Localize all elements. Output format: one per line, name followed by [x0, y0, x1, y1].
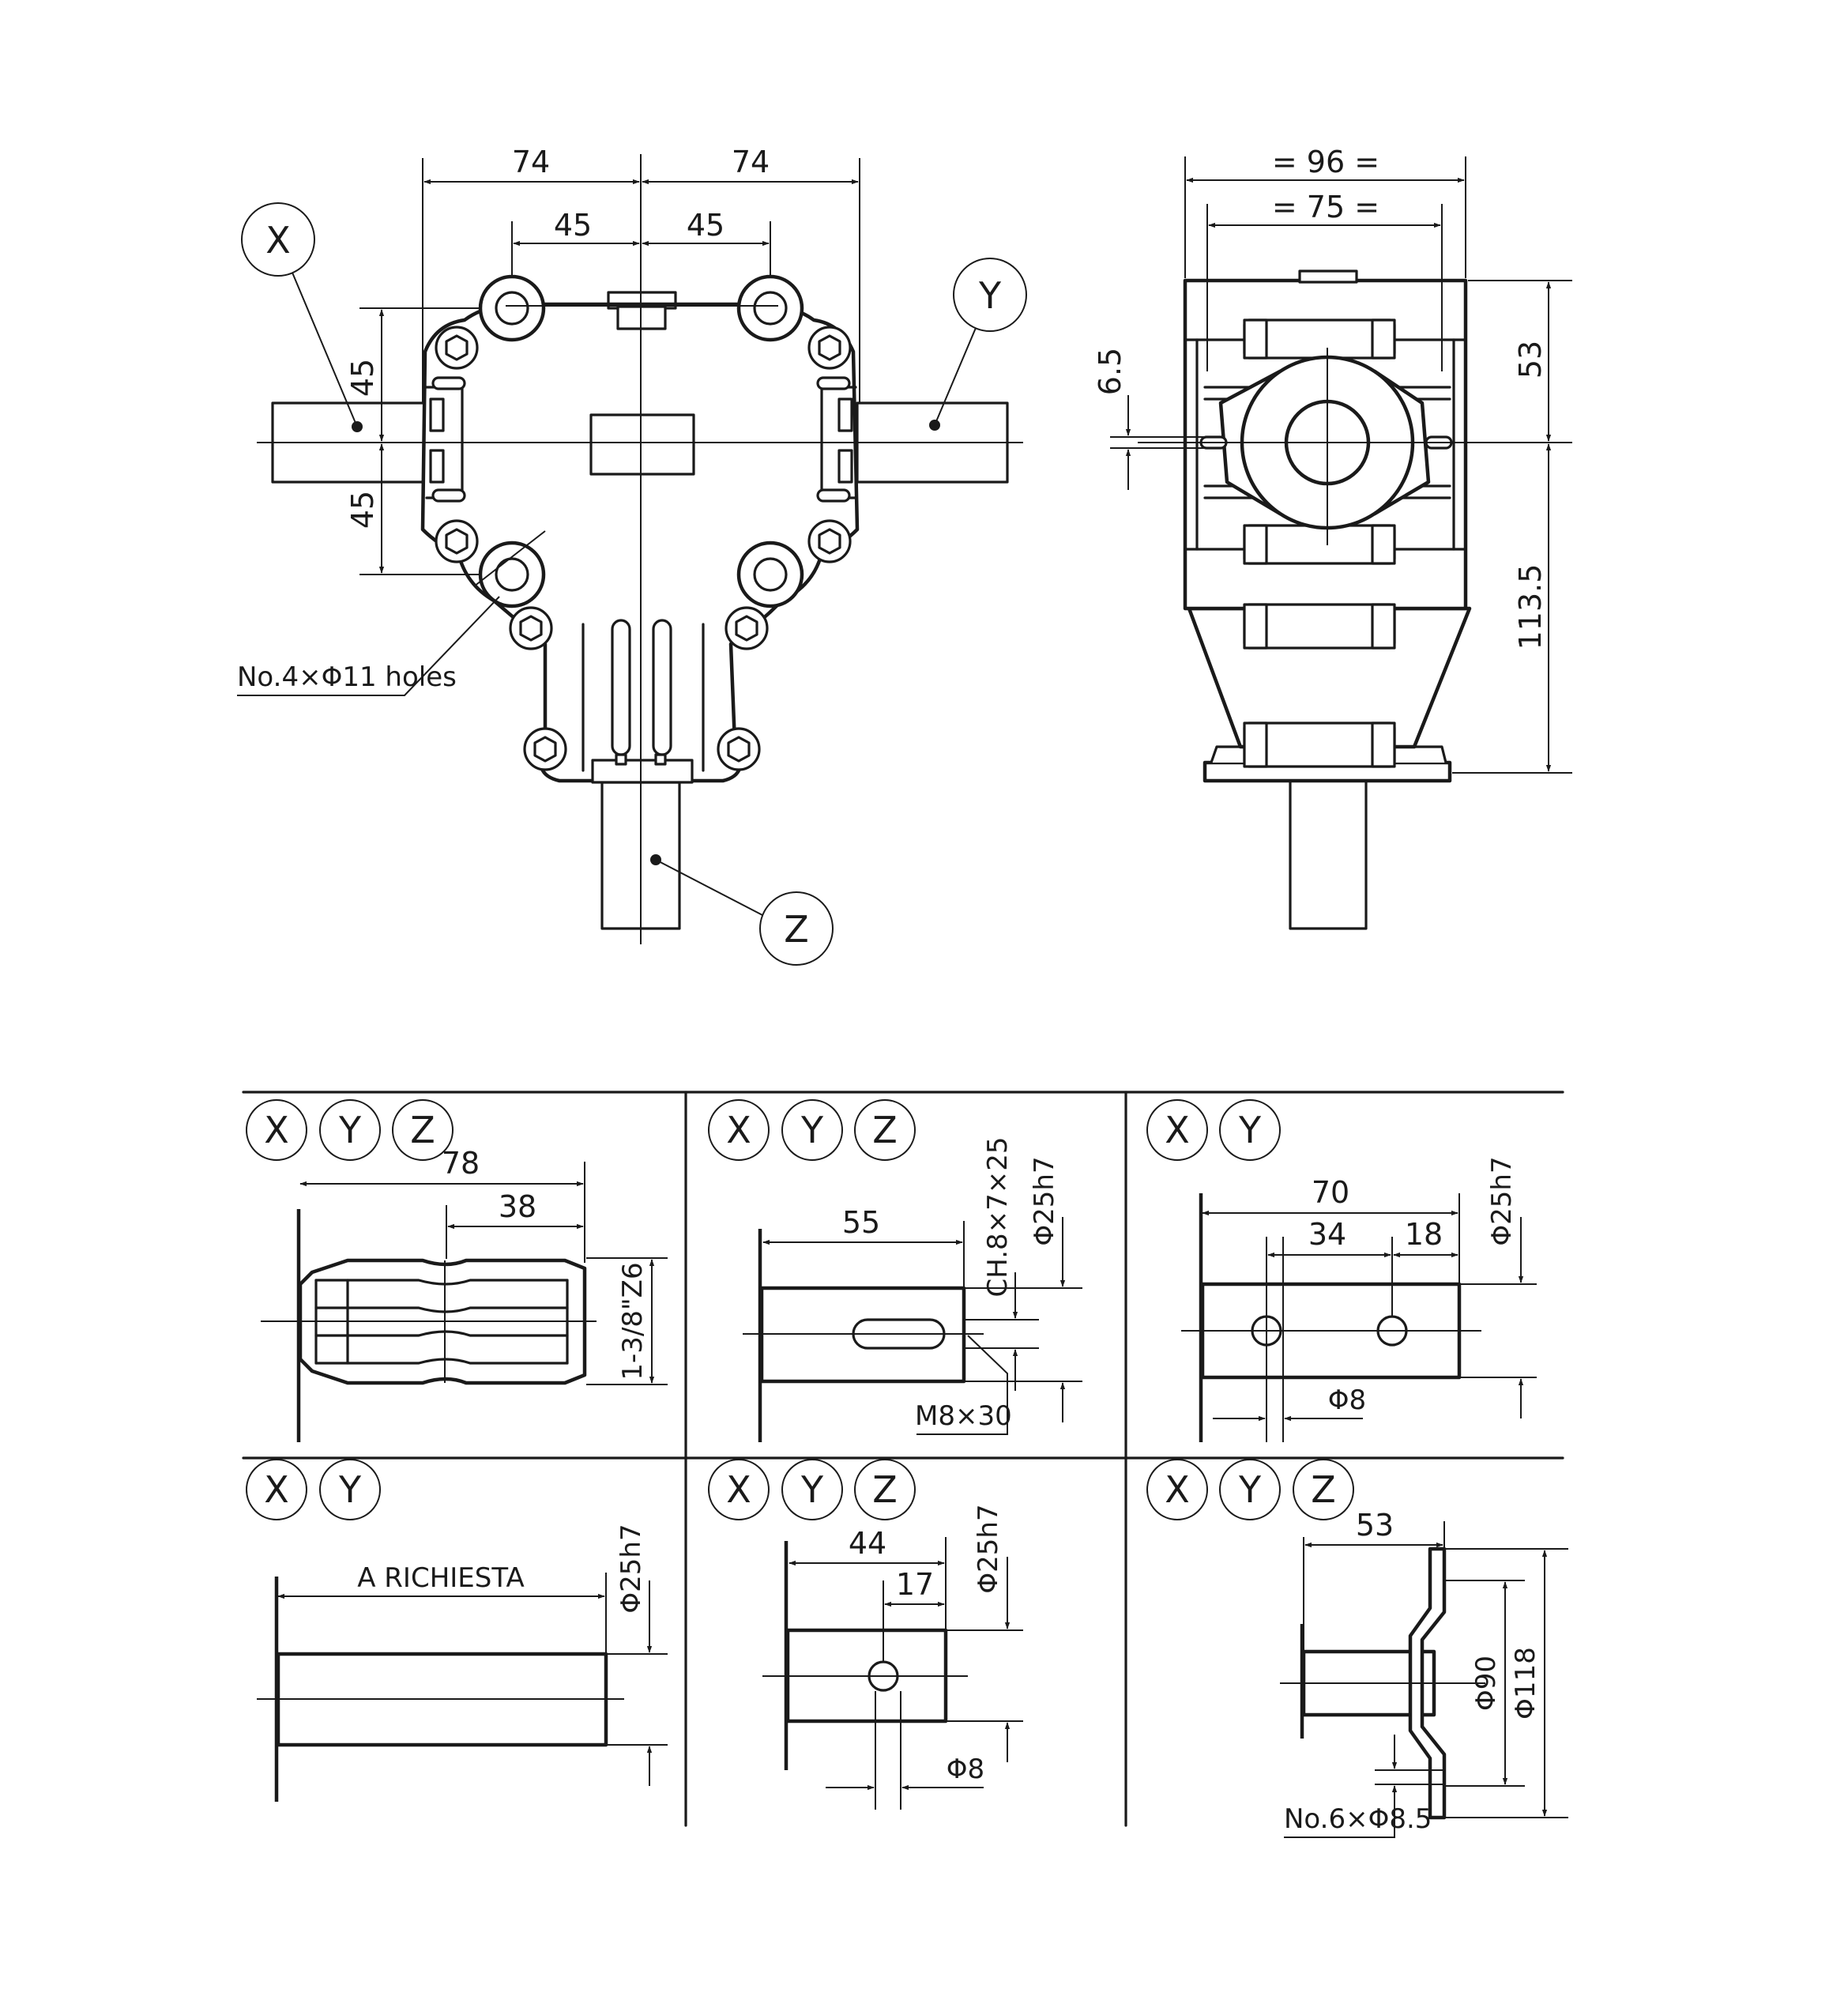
flange-holes: No.6×Φ8.5 [1284, 1803, 1432, 1835]
label-y: Y [338, 1109, 362, 1151]
rib-right [652, 619, 672, 756]
label-x: X [1165, 1109, 1190, 1151]
dim-53: 53 [1356, 1508, 1394, 1543]
dim-74-left: 74 [512, 145, 550, 179]
panel-two-hole: X Y 70 34 18 Φ25h7 Φ8 [1146, 1099, 1537, 1442]
panel-plain: X Y A RICHIESTA Φ25h7 [246, 1459, 668, 1802]
dim-45-right: 45 [687, 208, 725, 243]
dim-113-5: 113.5 [1513, 564, 1548, 650]
dim-96: = 96 = [1272, 145, 1379, 179]
dim-55: 55 [842, 1205, 880, 1240]
dim-17: 17 [896, 1567, 934, 1602]
options-grid [242, 1091, 1564, 1827]
holes-note: No.4×Φ11 holes [237, 661, 457, 693]
label-y: Y [978, 274, 1002, 317]
dim-70: 70 [1312, 1175, 1349, 1210]
label-z: Z [784, 908, 809, 951]
dim-44: 44 [849, 1526, 886, 1561]
label-x: X [264, 1109, 289, 1151]
hole-dia: Φ8 [947, 1754, 984, 1785]
side-view: = 96 = = 75 = 6.5 53 113.5 [1093, 145, 1572, 930]
dia-25h7: Φ25h7 [1486, 1156, 1518, 1245]
side-output-shaft [1289, 777, 1368, 930]
label-y: Y [800, 1109, 824, 1151]
label-x: X [264, 1468, 289, 1511]
mounting-holes [478, 274, 804, 608]
label-x: X [726, 1109, 751, 1151]
dim-34: 34 [1308, 1217, 1346, 1252]
hole-dia: Φ8 [1328, 1385, 1366, 1416]
thread-spec: M8×30 [915, 1400, 1012, 1432]
dia-25h7: Φ25h7 [615, 1524, 647, 1613]
dim-75: = 75 = [1272, 190, 1379, 224]
dia-25h7: Φ25h7 [1029, 1156, 1060, 1245]
length-on-request: A RICHIESTA [357, 1562, 525, 1594]
dim-18: 18 [1405, 1217, 1443, 1252]
panel-keyed: X Y Z 55 Φ25h7 CH.8×7×25 M8×30 [708, 1099, 1082, 1442]
dia-90: Φ90 [1470, 1656, 1502, 1711]
dim-38: 38 [499, 1189, 536, 1224]
label-z: Z [410, 1109, 435, 1151]
label-y: Y [338, 1468, 362, 1511]
label-x: X [265, 219, 291, 262]
dim-53: 53 [1513, 341, 1548, 379]
label-x: X [726, 1468, 751, 1511]
dim-78: 78 [442, 1146, 480, 1181]
front-view: 74 74 45 45 45 45 No.4×Φ11 holes X Y Z [237, 145, 1027, 966]
dim-6-5: 6.5 [1093, 348, 1127, 395]
dim-45-lower: 45 [345, 491, 380, 529]
label-x: X [1165, 1468, 1190, 1511]
dia-25h7: Φ25h7 [973, 1504, 1004, 1593]
panel-flange: X Y Z 53 Φ118 Φ90 No.6×Φ8.5 [1146, 1459, 1568, 1838]
panel-splined: X Y Z 78 38 1-3/8"Z6 [246, 1099, 668, 1442]
dim-45-left: 45 [554, 208, 592, 243]
rib-left [611, 619, 631, 756]
spline-spec: 1-3/8"Z6 [617, 1262, 649, 1380]
side-bolts [1243, 318, 1396, 768]
hex-bolts [435, 326, 852, 771]
key-spec: CH.8×7×25 [982, 1136, 1014, 1297]
neck-lines [581, 623, 705, 772]
dia-118: Φ118 [1510, 1647, 1541, 1720]
label-y: Y [800, 1468, 824, 1511]
dim-74-right: 74 [732, 145, 770, 179]
label-y: Y [1238, 1468, 1262, 1511]
label-z: Z [872, 1468, 898, 1511]
nameplate [589, 413, 695, 476]
panel-one-hole: X Y Z 44 17 Φ25h7 Φ8 [708, 1459, 1023, 1810]
label-z: Z [1311, 1468, 1336, 1511]
label-y: Y [1238, 1109, 1262, 1151]
label-z: Z [872, 1109, 898, 1151]
dim-45-upper: 45 [345, 359, 380, 397]
